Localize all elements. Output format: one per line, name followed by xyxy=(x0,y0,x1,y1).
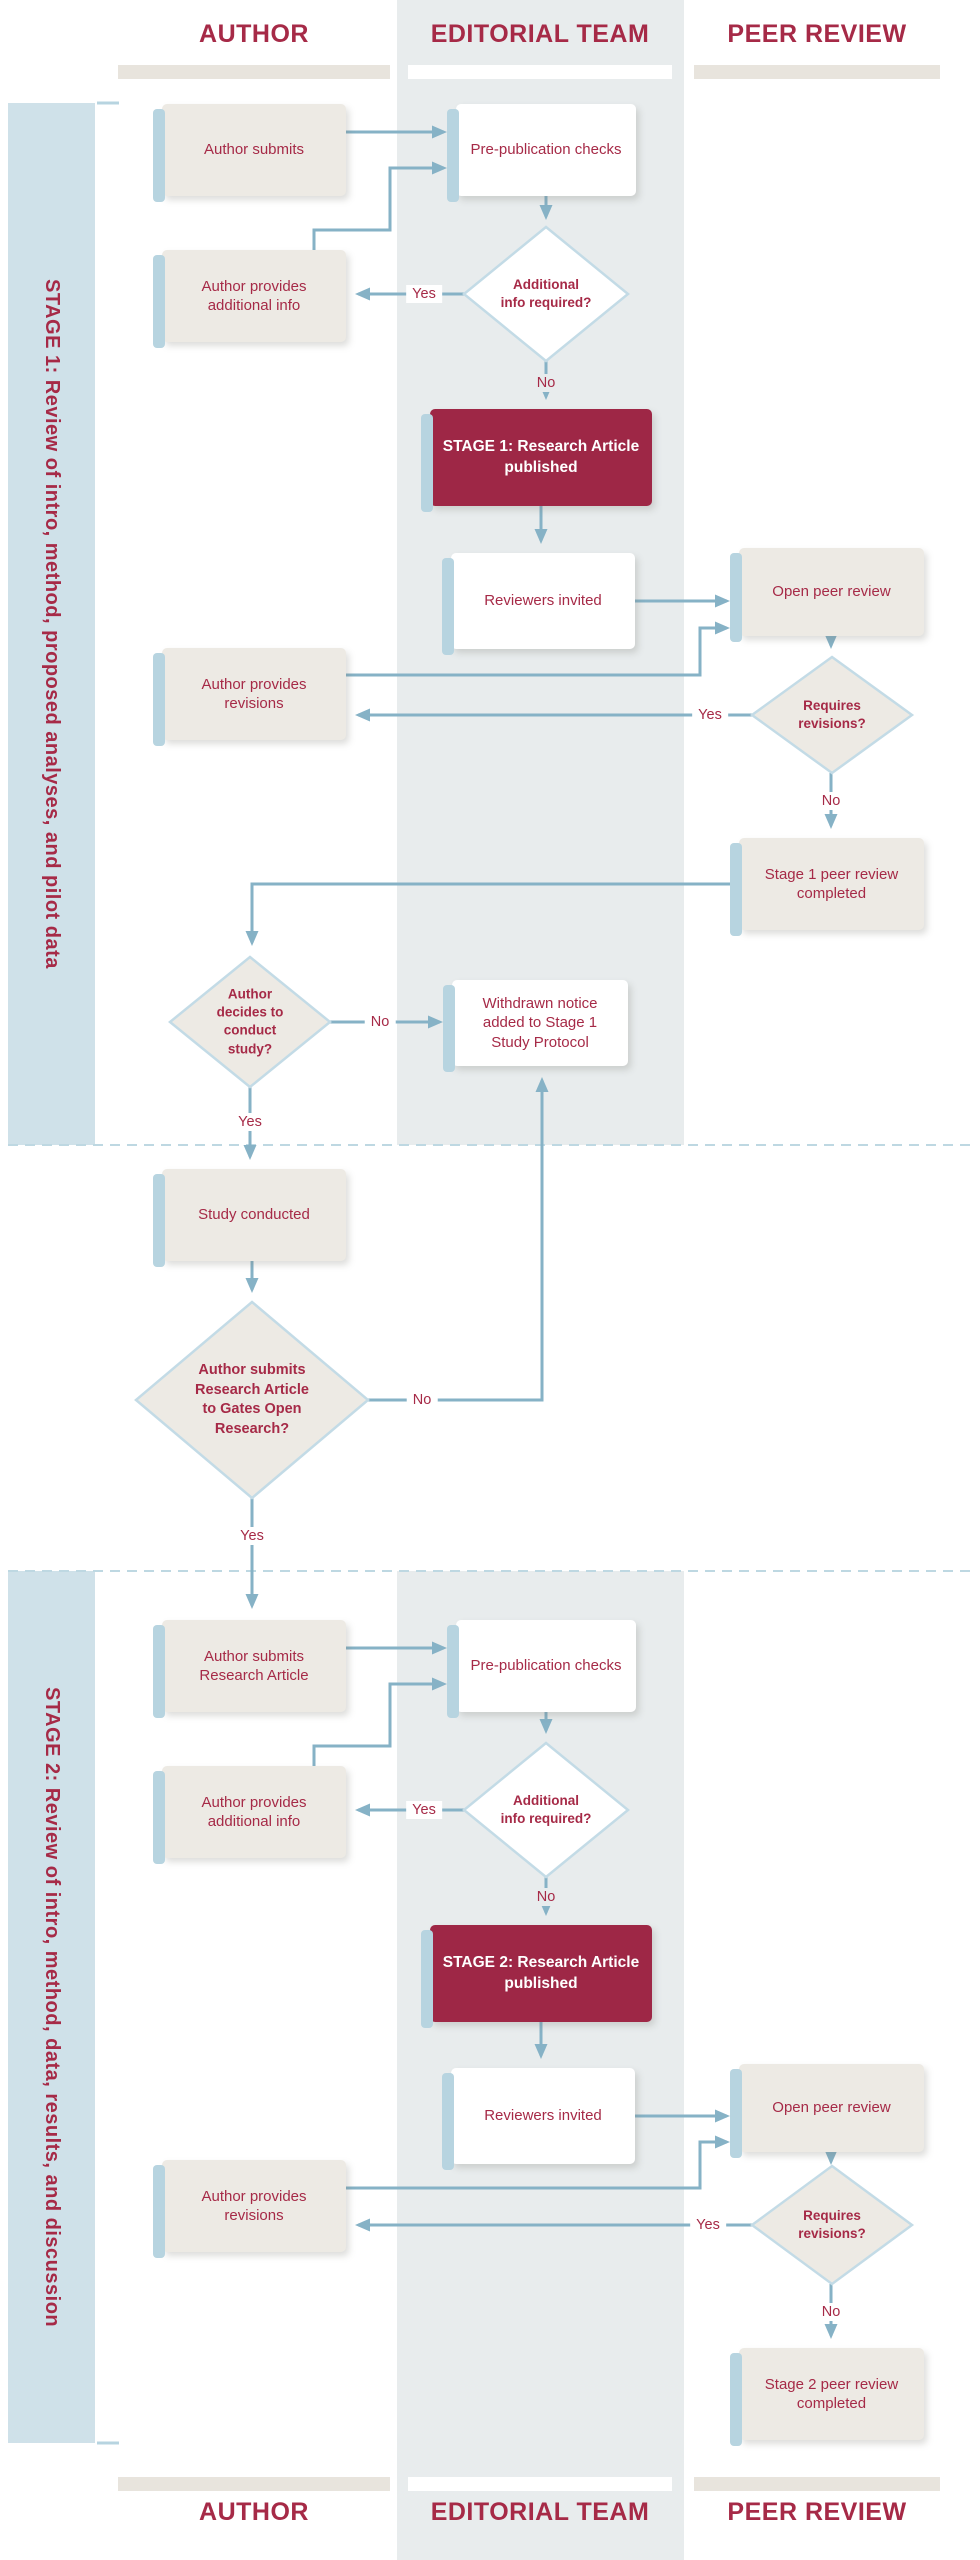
author-submits-article-diamond xyxy=(134,1300,370,1500)
header-peer-bar xyxy=(694,65,940,79)
stage1-sidebar-label: STAGE 1: Review of intro, method, propos… xyxy=(41,279,63,969)
author-decides-diamond xyxy=(168,955,332,1089)
stage2-requires-revisions-yes-label: Yes xyxy=(690,2216,726,2234)
stage2-requires-revisions-question: Requires revisions? xyxy=(798,2207,866,2241)
study-conducted-box: Study conducted xyxy=(153,1169,346,1267)
stage2-additional-info-no-label: No xyxy=(530,1888,562,1906)
header-peer-title: PEER REVIEW xyxy=(727,20,907,48)
stage1-additional-info-question: Additional info required? xyxy=(500,276,592,310)
stage2-provides-revisions-box: Author provides revisions xyxy=(153,2160,346,2258)
stage1-prepublication-checks-box: Pre-publication checks xyxy=(447,104,636,202)
stage2-sidebar-label: STAGE 2: Review of intro, method, data, … xyxy=(41,1686,63,2328)
stage2-additional-info-diamond xyxy=(462,1741,630,1879)
header-editorial-bar xyxy=(408,65,672,79)
stage2-requires-revisions-no-label: No xyxy=(815,2303,847,2321)
stage2-prepublication-checks-box: Pre-publication checks xyxy=(447,1620,636,1718)
stage1-requires-revisions-diamond xyxy=(749,655,915,775)
author-decides-yes-label: Yes xyxy=(232,1113,268,1131)
footer-author-title: AUTHOR xyxy=(199,2498,309,2526)
footer-peer-title: PEER REVIEW xyxy=(727,2498,907,2526)
stage1-provides-additional-info-box: Author provides additional info xyxy=(153,250,346,348)
connector-line xyxy=(245,882,739,946)
stage2-provides-additional-info-box: Author provides additional info xyxy=(153,1766,346,1864)
stage1-author-submits-box: Author submits xyxy=(153,104,346,202)
footer-author-bar xyxy=(118,2477,390,2491)
connector-line xyxy=(312,161,447,250)
stage1-open-peer-review-box: Open peer review xyxy=(730,548,924,642)
submits-article-yes-label: Yes xyxy=(234,1527,270,1545)
footer-peer-bar xyxy=(694,2477,940,2491)
submits-article-no-label: No xyxy=(406,1391,438,1409)
connector-line xyxy=(368,1077,549,1402)
stage2-additional-info-yes-label: Yes xyxy=(406,1801,442,1819)
stage2-open-peer-review-box: Open peer review xyxy=(730,2064,924,2158)
connector-line xyxy=(312,1677,447,1766)
stage1-requires-revisions-no-label: No xyxy=(815,792,847,810)
author-decides-question: Author decides to conduct study? xyxy=(216,986,284,1057)
editorial-column-background-bottom xyxy=(397,1571,684,2560)
footer-editorial-title: EDITORIAL TEAM xyxy=(430,2498,650,2526)
header-editorial-title: EDITORIAL TEAM xyxy=(430,20,650,48)
author-decides-no-label: No xyxy=(364,1013,396,1031)
stage1-review-completed-box: Stage 1 peer review completed xyxy=(730,838,924,936)
footer-editorial-bar xyxy=(408,2477,672,2491)
connector-line xyxy=(346,2135,730,2190)
stage1-reviewers-invited-box: Reviewers invited xyxy=(442,553,635,655)
stage2-additional-info-question: Additional info required? xyxy=(500,1792,592,1826)
stage1-additional-info-diamond xyxy=(462,225,630,363)
header-author-bar xyxy=(118,65,390,79)
withdrawn-notice-box: Withdrawn notice added to Stage 1 Study … xyxy=(443,980,628,1072)
stage2-article-published-box: STAGE 2: Research Article published xyxy=(421,1925,652,2028)
stage1-article-published-box: STAGE 1: Research Article published xyxy=(421,409,652,512)
stage1-sidebar-band: STAGE 1: Review of intro, method, propos… xyxy=(8,103,95,1145)
stage1-provides-revisions-box: Author provides revisions xyxy=(153,648,346,746)
stage2-sidebar-band: STAGE 2: Review of intro, method, data, … xyxy=(8,1571,95,2443)
stage2-review-completed-box: Stage 2 peer review completed xyxy=(730,2348,924,2446)
stage1-additional-info-yes-label: Yes xyxy=(406,285,442,303)
stage1-additional-info-no-label: No xyxy=(530,374,562,392)
author-submits-article-question: Author submits Research Article to Gates… xyxy=(195,1361,309,1437)
stage2-requires-revisions-diamond xyxy=(749,2164,915,2286)
stage2-author-submits-box: Author submits Research Article xyxy=(153,1620,346,1718)
stage1-requires-revisions-question: Requires revisions? xyxy=(798,697,866,731)
stage1-requires-revisions-yes-label: Yes xyxy=(692,706,728,724)
stage2-reviewers-invited-box: Reviewers invited xyxy=(442,2068,635,2170)
connector-line xyxy=(346,621,730,677)
header-author-title: AUTHOR xyxy=(199,20,309,48)
